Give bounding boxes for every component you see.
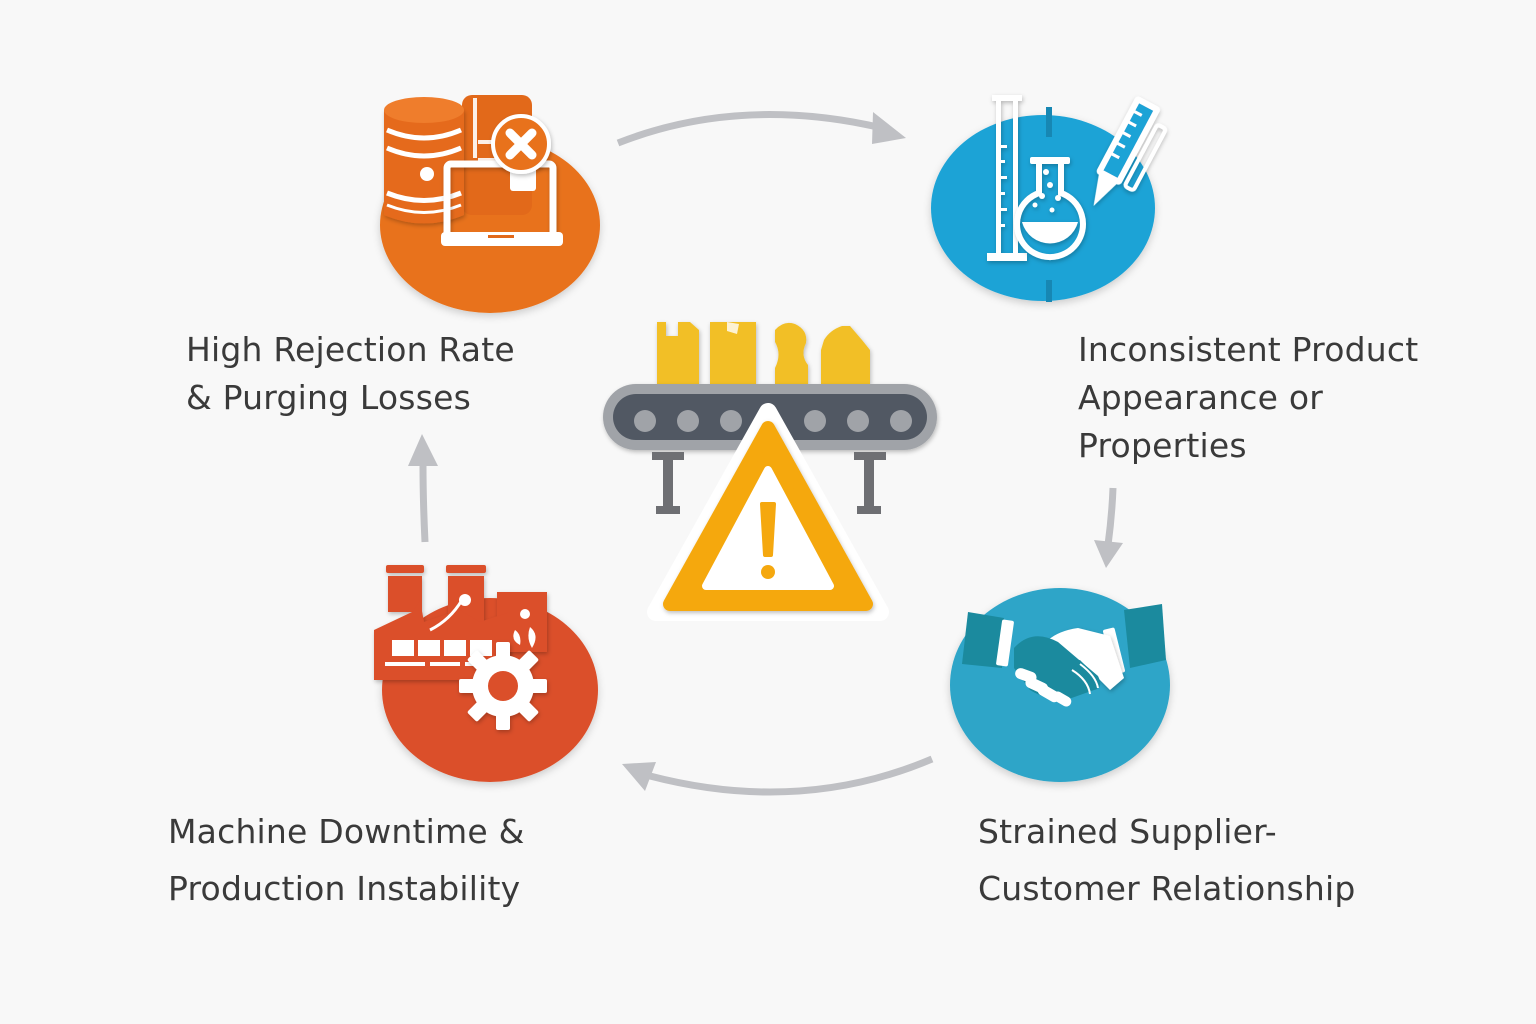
lab-flask-icon <box>931 95 1168 302</box>
label-line: Machine Downtime & <box>168 812 525 851</box>
node-label-inconsistency: Inconsistent Product Appearance or Prope… <box>1078 326 1418 470</box>
label-line: Properties <box>1078 426 1247 465</box>
node-label-downtime: Machine Downtime & Production Instabilit… <box>168 803 525 917</box>
conveyor-warning-icon <box>603 322 937 621</box>
warning-icon <box>647 403 889 621</box>
flow-arrow-right <box>1094 487 1123 568</box>
label-line: & Purging Losses <box>186 378 471 417</box>
handshake-icon <box>950 588 1170 782</box>
node-label-rejection: High Rejection Rate & Purging Losses <box>186 326 515 422</box>
product-bottle-icon <box>657 322 870 384</box>
flow-arrow-bottom <box>622 755 934 796</box>
factory-gear-icon <box>374 565 598 782</box>
label-line: Strained Supplier- <box>978 812 1277 851</box>
flow-arrow-left <box>408 434 438 543</box>
label-line: Production Instability <box>168 869 521 908</box>
label-line: Customer Relationship <box>978 869 1356 908</box>
database-laptop-error-icon <box>380 95 600 313</box>
label-line: Inconsistent Product <box>1078 330 1419 369</box>
label-line: Appearance or <box>1078 378 1323 417</box>
flow-arrow-top <box>616 111 906 147</box>
node-label-relationship: Strained Supplier- Customer Relationship <box>978 803 1356 917</box>
label-line: High Rejection Rate <box>186 330 515 369</box>
